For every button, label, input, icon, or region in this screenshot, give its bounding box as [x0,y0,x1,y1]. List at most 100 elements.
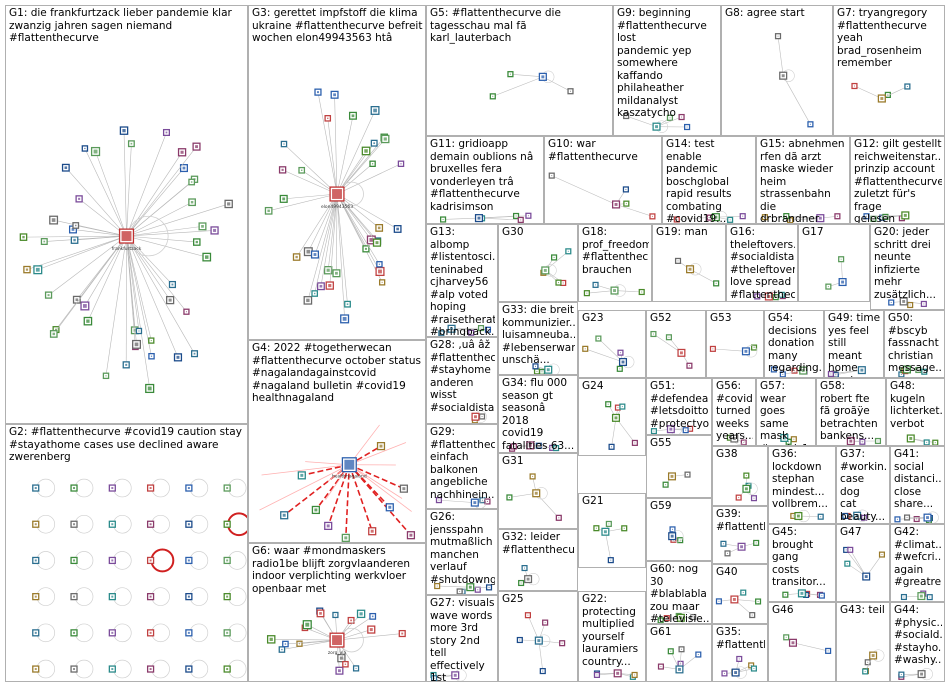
group-g51-edges [650,423,694,434]
node-fill [557,282,559,284]
node-fill [864,575,868,578]
node-fill [586,292,588,294]
node-fill [335,271,338,275]
node-fill [753,347,755,349]
group-g43-panel: G43: teil [836,602,890,682]
node-fill [781,294,783,296]
node-fill [344,663,347,665]
edge [327,118,338,195]
group-label: G29: #flattenthec... einfach balkonen an… [430,426,495,501]
node-fill [621,360,625,364]
node-fill [527,215,529,217]
edge [598,338,624,363]
node-fill [753,497,755,499]
edge [349,464,403,499]
node-fill [180,150,184,154]
node-fill [619,368,621,370]
node-fill [718,600,720,602]
node-fill [73,631,76,634]
node-fill [687,474,689,476]
edge [75,225,127,237]
edge [74,235,127,241]
node-fill [532,475,534,477]
self-loop [151,478,170,498]
node-fill [660,619,662,621]
node-fill [625,188,627,190]
group-g34-edges [508,441,560,452]
node-fill [73,487,76,490]
group-label: G20: jeder schritt drei neunte infiziert… [874,226,936,301]
node-fill [836,215,838,217]
node-fill [801,369,805,373]
node-fill [388,505,392,509]
node-fill [379,444,383,448]
edge [854,85,882,99]
group-g42-edges [900,590,933,601]
edge [126,167,185,237]
node-fill [78,197,81,200]
self-loop [113,659,132,679]
node-fill [332,635,342,646]
edge [792,642,829,652]
edge [126,235,197,243]
node-fill [880,97,884,100]
node-fill [538,445,540,447]
node-fill [544,622,546,624]
hub-node-label: frankfurtzack [112,246,142,252]
edge [437,585,471,588]
node-fill [474,415,477,419]
edge [676,216,716,220]
edge [336,110,376,195]
node-fill [371,163,374,165]
node-fill [634,442,636,444]
node-fill [83,304,87,308]
edge [478,215,517,219]
node-fill [375,241,379,245]
group-label: G28: ,uâ âž #flattenthec... #stayhome an… [430,339,495,414]
node-fill [881,217,883,219]
node-fill [841,280,845,284]
edge [509,492,537,498]
edge [336,193,348,305]
node-fill [111,668,114,671]
node-fill [781,74,785,78]
edge [336,633,403,641]
edge [585,348,624,363]
group-g48-edges [906,434,939,445]
edge [881,86,908,99]
node-fill [400,163,402,165]
group-label: G32: leider #flattenthecu... [502,531,575,556]
self-loop [74,478,94,498]
edge [782,75,811,125]
node-fill [473,501,477,505]
self-loop [151,587,170,606]
self-loop [227,478,247,498]
node-fill [877,440,879,442]
node-fill [844,515,846,517]
node-fill [201,224,204,228]
edge [336,194,338,274]
node-fill [742,215,744,217]
node-fill [753,668,755,670]
node-fill [369,238,374,242]
node-fill [34,523,37,526]
node-fill [555,447,557,449]
group-label: G1: die frankfurtzack lieber pandemie kl… [9,7,232,44]
node-fill [34,668,37,671]
node-fill [34,595,37,598]
node-fill [351,114,355,118]
node-fill [75,298,79,302]
edge [845,549,867,577]
node-fill [830,373,832,375]
node-fill [679,351,683,355]
node-fill [440,332,442,334]
group-g41-edges [894,511,939,523]
node-fill [185,311,187,313]
node-fill [553,256,555,258]
node-fill [524,567,526,569]
node-fill [52,332,56,336]
edge [615,204,653,217]
edge [78,198,127,237]
node-fill [226,523,229,526]
